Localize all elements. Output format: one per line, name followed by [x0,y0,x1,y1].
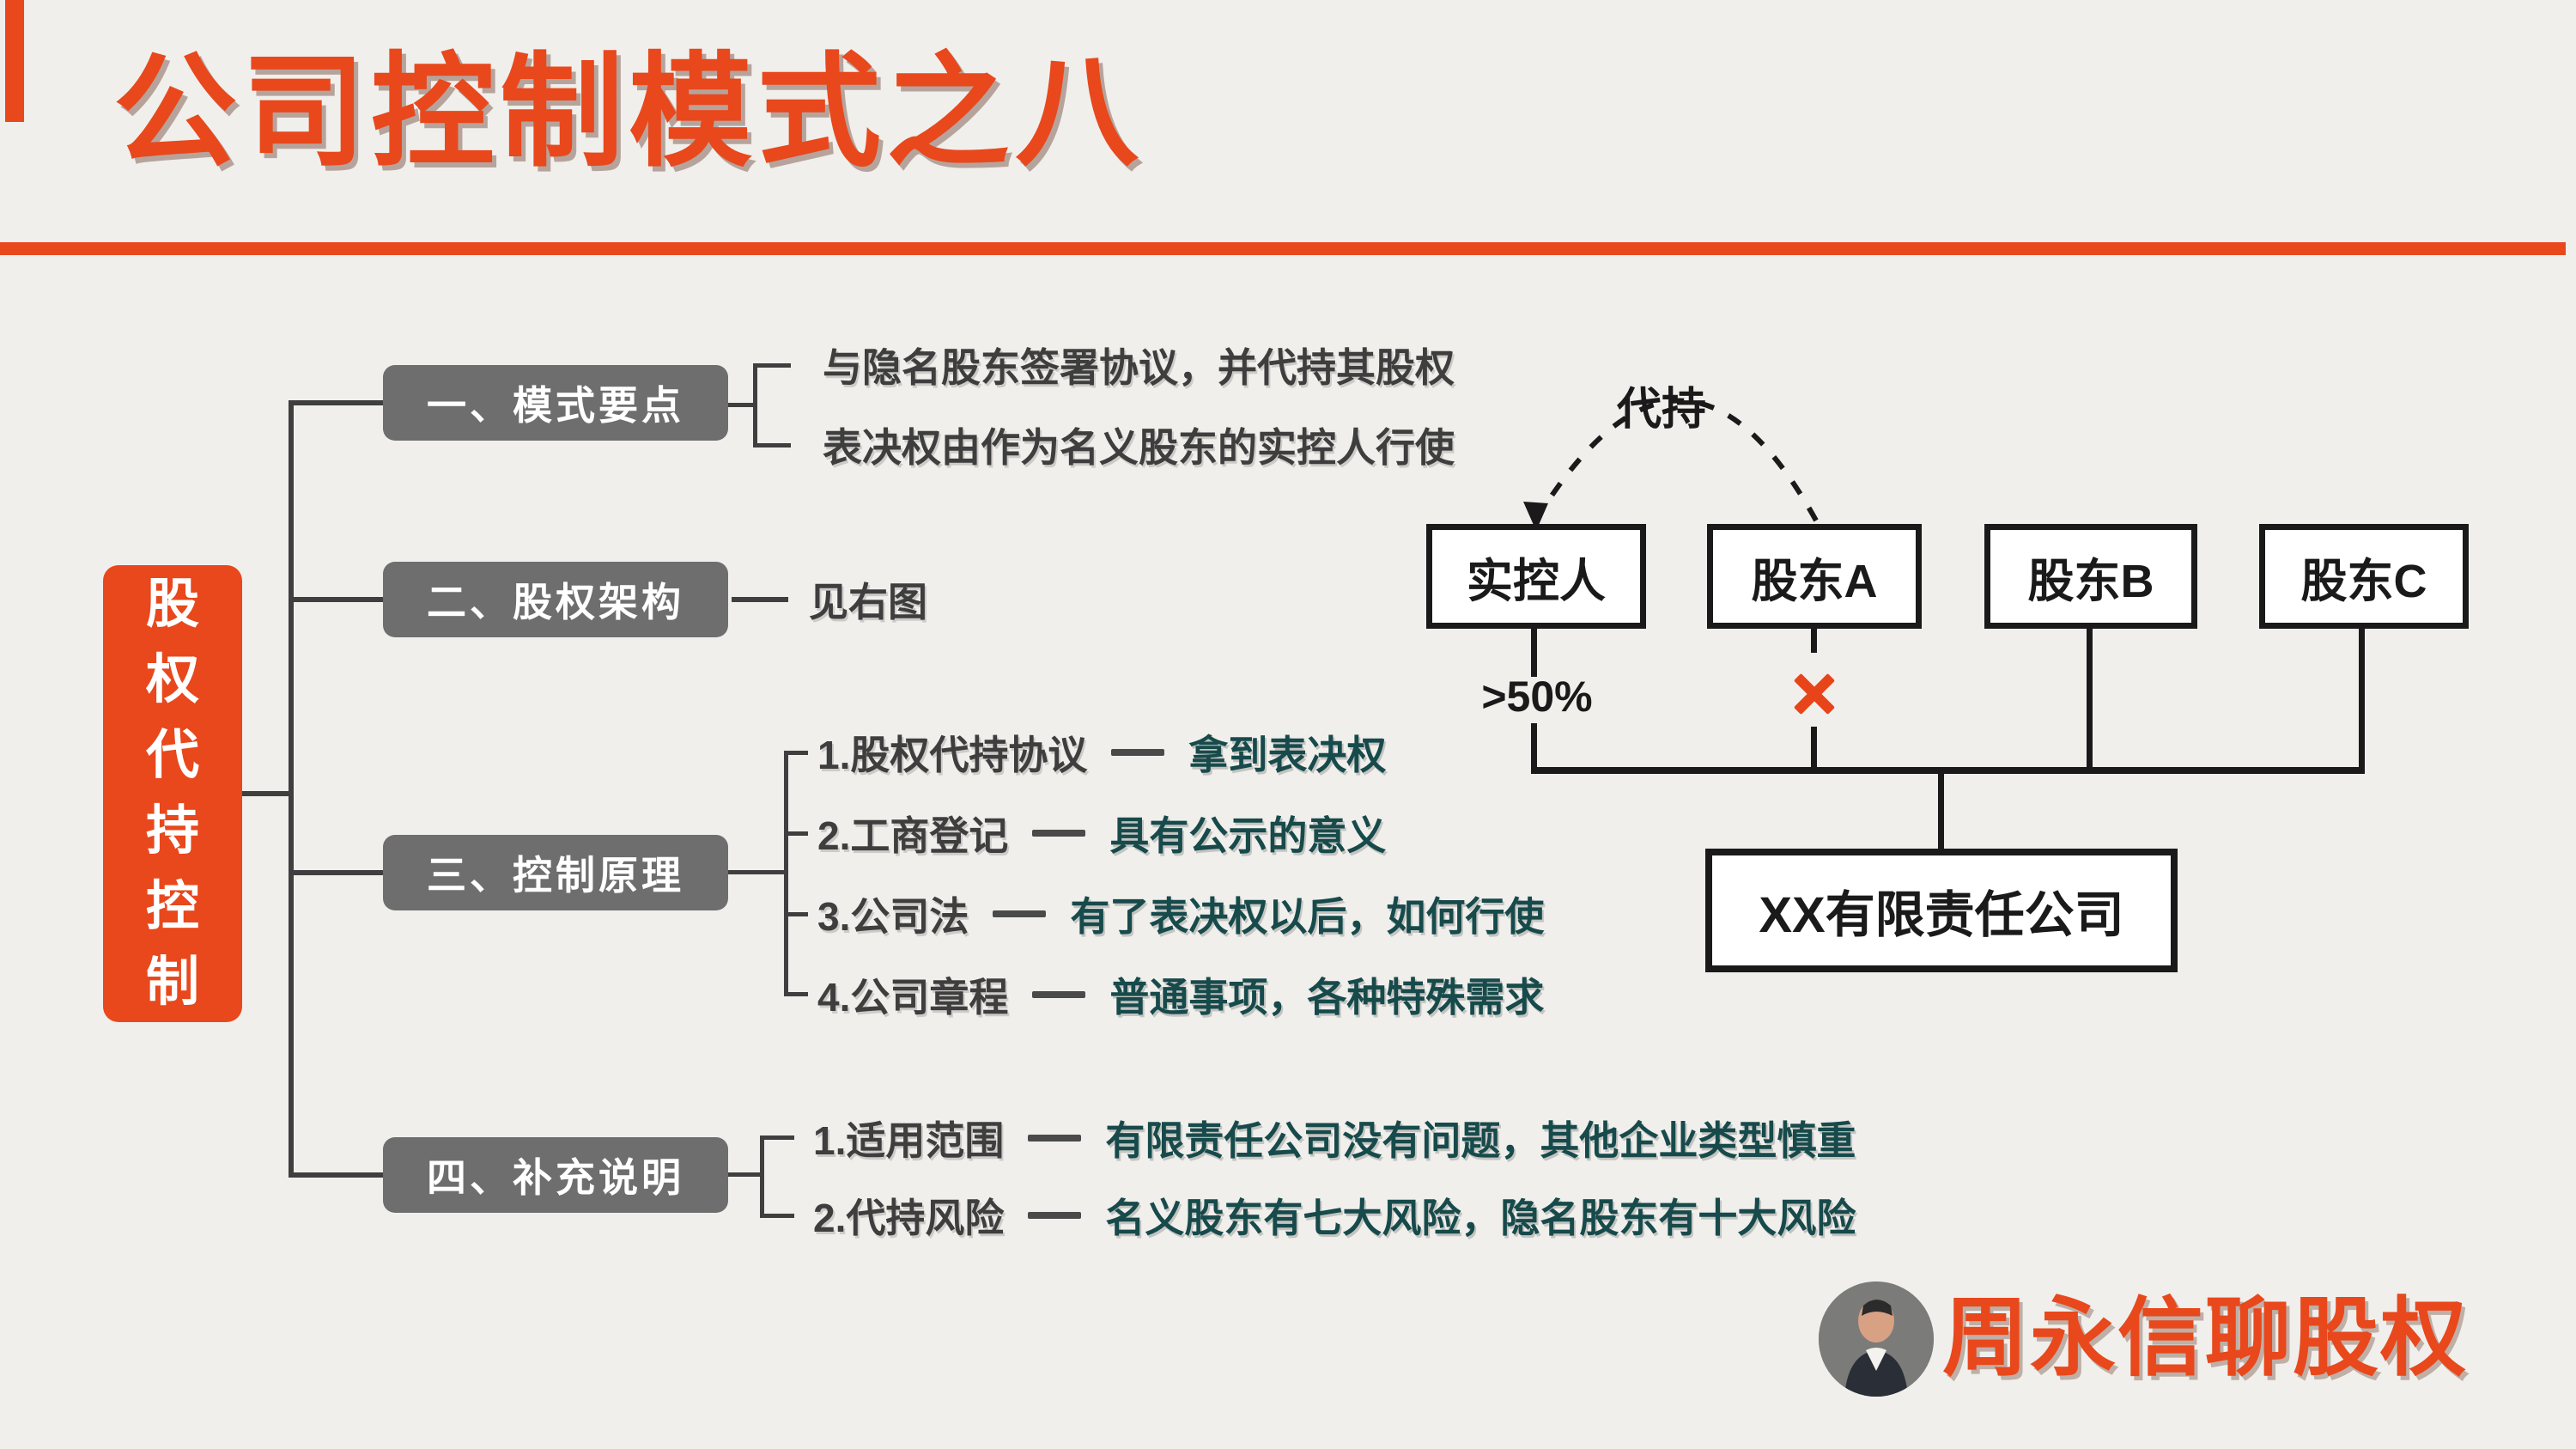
branch4-connector-line [292,1172,383,1178]
bracket1-vline [753,363,757,447]
shareholder-b-line [2087,629,2093,773]
company-connector-line [1938,771,1944,850]
bracket3-stem [728,870,788,874]
bracket3-tick-3 [784,912,808,916]
trunk-line [289,400,294,1178]
ownership-percent-label: >50% [1481,673,1593,721]
branch-box-equity-structure: 二、股权架构 [383,562,728,637]
supplement-term-1: 1.适用范围 [813,1118,1005,1163]
dash-line [1028,1135,1082,1142]
principle-desc-2: 具有公示的意义 [1109,813,1387,858]
bracket4-stem [728,1172,764,1177]
dash-line [993,910,1047,917]
bracket3-tick-1 [784,751,808,755]
principle-term-1: 1.股权代持协议 [817,733,1088,777]
bracket3-tick-2 [784,831,808,836]
principle-desc-3: 有了表决权以后，如何行使 [1070,894,1545,939]
root-connector-line [242,791,290,796]
supplement-term-2: 2.代持风险 [813,1196,1005,1240]
node-actual-controller: 实控人 [1426,524,1646,629]
supplement-desc-1: 有限责任公司没有问题，其他企业类型慎重 [1105,1118,1856,1163]
shareholder-c-line [2359,629,2365,773]
leaf-key-point-2: 表决权由作为名义股东的实控人行使 [823,425,1455,470]
branch-box-key-points: 一、模式要点 [383,365,728,441]
branch1-connector-line [292,400,383,405]
principle-item-4: 4.公司章程 普通事项，各种特殊需求 [817,966,1544,1023]
bracket3-tick-4 [784,992,808,996]
bracket4-bottom-tick [760,1214,794,1218]
proxy-holding-label: 代持 [1616,385,1706,435]
branch2-connector-line [292,597,383,602]
supplement-desc-2: 名义股东有七大风险，隐名股东有十大风险 [1105,1196,1856,1240]
dash-line [1032,830,1086,837]
bracket4-top-tick [760,1135,794,1140]
supplement-item-2: 2.代持风险 名义股东有七大风险，隐名股东有十大风险 [813,1187,1856,1244]
leaf-key-point-1: 与隐名股东签署协议，并代持其股权 [823,345,1455,390]
principle-term-2: 2.工商登记 [817,813,1009,858]
branch3-connector-line [292,870,383,875]
bracket1-top-tick [753,363,791,368]
person-photo-icon [1819,1282,1934,1397]
bracket1-bottom-tick [753,443,791,447]
bracket4-vline [760,1135,764,1218]
node-shareholder-a: 股东A [1707,524,1922,629]
principle-item-1: 1.股权代持协议 拿到表决权 [817,724,1386,781]
title-divider [0,242,2566,255]
mindmap-root-node: 股权代持控制 [103,565,242,1022]
corner-accent-bar [5,0,24,122]
author-signature: 周永信聊股权 [1942,1290,2468,1386]
crossed-out-mark [1790,668,1838,716]
root-label: 股权代持控制 [145,575,199,1012]
node-shareholder-c: 股东C [2259,524,2469,629]
page-title: 公司控制模式之八 [113,43,1145,181]
principle-item-2: 2.工商登记 具有公示的意义 [817,805,1386,861]
principle-term-4: 4.公司章程 [817,975,1009,1020]
controller-line-upper [1531,629,1537,677]
controller-line-lower [1531,723,1537,773]
principle-desc-4: 普通事项，各种特殊需求 [1109,975,1545,1020]
principle-desc-1: 拿到表决权 [1188,733,1387,777]
author-avatar [1819,1282,1934,1397]
supplement-item-1: 1.适用范围 有限责任公司没有问题，其他企业类型慎重 [813,1110,1856,1166]
principle-term-3: 3.公司法 [817,894,969,939]
branch-box-control-principle: 三、控制原理 [383,835,728,910]
leaf-see-right-figure: 见右图 [809,580,927,624]
branch2-leaf-dash [732,597,788,602]
shareholder-a-line-upper [1811,629,1817,653]
dash-line [1028,1212,1082,1219]
dash-line [1111,749,1165,756]
branch-box-supplement: 四、补充说明 [383,1137,728,1213]
dash-line [1032,991,1086,998]
shareholders-bus-line [1531,767,2365,774]
node-shareholder-b: 股东B [1984,524,2197,629]
node-company: XX有限责任公司 [1705,849,2178,972]
principle-item-3: 3.公司法 有了表决权以后，如何行使 [817,886,1544,942]
bracket1-stem [728,403,757,407]
shareholder-a-line-lower [1811,727,1817,773]
bracket3-vline [784,751,788,996]
